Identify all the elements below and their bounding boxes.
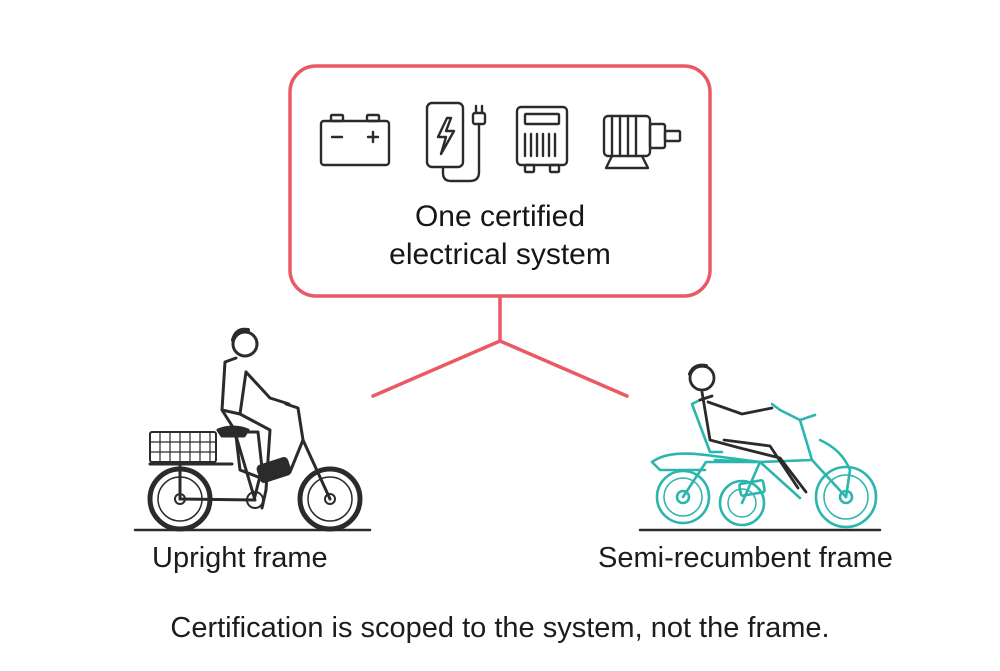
connector-lines [371,296,629,398]
system-box-title: One certified electrical system [290,198,710,274]
controller-icon [515,105,569,174]
caption: Certification is scoped to the system, n… [170,612,830,644]
connector-left-branch [371,339,502,398]
semi-recumbent-frame-label: Semi-recumbent frame [598,542,893,574]
connector-right-branch [498,339,629,398]
upright-frame-label: Upright frame [152,542,328,574]
system-title-line-2: electrical system [389,238,611,271]
upright-trike-with-rider-icon [133,327,372,532]
motor-icon [602,114,682,170]
battery-icon [319,113,391,167]
semi-recumbent-trike-with-rider-icon [638,363,882,532]
system-title-line-1: One certified [414,200,586,233]
power-bank-charger-icon [425,101,487,183]
